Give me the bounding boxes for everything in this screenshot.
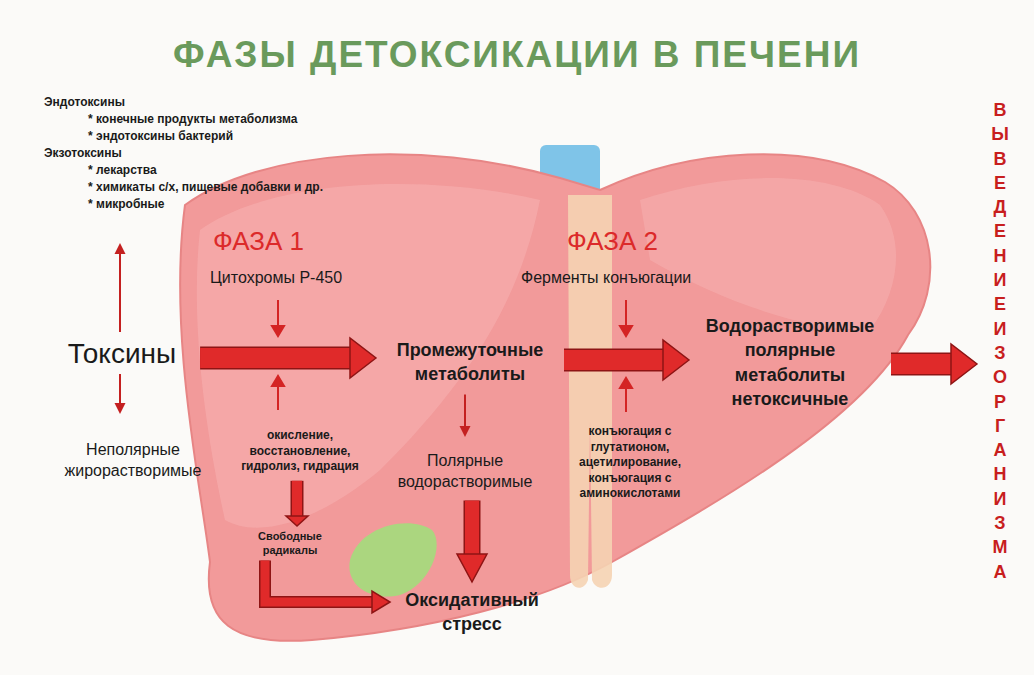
metabolite-text: Промежуточные метаболиты bbox=[384, 338, 556, 387]
toxin-label: Токсины bbox=[68, 338, 176, 370]
phase-heading: ФАЗА 1 bbox=[213, 226, 304, 257]
flow-arrow bbox=[891, 344, 977, 384]
node-text: Неполярные жирорастворимые bbox=[58, 440, 208, 482]
gallbladder bbox=[349, 523, 436, 596]
node-text: окисление, восстановление, гидролиз, гид… bbox=[235, 428, 365, 475]
node-text: Полярные водорастворимые bbox=[390, 451, 540, 493]
node-text: * химикаты с/х, пищевые добавки и др. bbox=[44, 179, 323, 196]
node-text: * эндотоксины бактерий bbox=[44, 128, 323, 145]
node-text: Промежуточные метаболиты bbox=[384, 338, 556, 387]
node-text: Оксидативный стресс bbox=[396, 588, 548, 637]
flow-arrow bbox=[200, 338, 376, 378]
node-text: * лекарства bbox=[44, 162, 323, 179]
metabolite-text: Водорастворимые полярные метаболиты нето… bbox=[697, 314, 883, 411]
flow-arrow bbox=[265, 561, 390, 613]
phase-heading: ФАЗА 2 bbox=[567, 226, 658, 257]
node-text: Эндотоксины bbox=[44, 94, 323, 111]
flow-arrow bbox=[286, 481, 308, 526]
node-text: конъюгация с глутатионом, ацетилирование… bbox=[570, 424, 690, 502]
flow-arrow bbox=[460, 395, 471, 437]
node-text: ВЫВЕДЕНИЕ ИЗ ОРГАНИЗМА bbox=[991, 98, 1009, 584]
toxin-list: Эндотоксины* конечные продукты метаболиз… bbox=[44, 94, 323, 213]
stress-text: Оксидативный стресс bbox=[396, 588, 548, 637]
liver-outline bbox=[180, 154, 930, 641]
excretion-text: ВЫВЕДЕНИЕ ИЗ ОРГАНИЗМА bbox=[991, 98, 1009, 584]
node-text: * микробные bbox=[44, 196, 323, 213]
property-text: Полярные водорастворимые bbox=[390, 451, 540, 493]
enzyme-label: Цитохромы Р-450 bbox=[210, 269, 342, 287]
radicals-text: Свободные радикалы bbox=[249, 529, 331, 558]
flow-arrow bbox=[457, 501, 487, 582]
enzyme-label: Ферменты конъюгации bbox=[521, 269, 691, 287]
node-text: * конечные продукты метаболизма bbox=[44, 111, 323, 128]
flow-arrow bbox=[564, 340, 689, 380]
flow-arrow bbox=[115, 374, 126, 414]
node-text: Свободные радикалы bbox=[249, 529, 331, 558]
reaction-list: окисление, восстановление, гидролиз, гид… bbox=[235, 428, 365, 475]
node-text: Токсины bbox=[68, 338, 176, 370]
liver-lobe-highlight bbox=[640, 178, 896, 330]
node-text: Водорастворимые полярные метаболиты нето… bbox=[697, 314, 883, 411]
property-text: Неполярные жирорастворимые bbox=[58, 440, 208, 482]
flow-arrow bbox=[115, 243, 126, 332]
reaction-list: конъюгация с глутатионом, ацетилирование… bbox=[570, 424, 690, 502]
diagram-title: ФАЗЫ ДЕТОКСИКАЦИИ В ПЕЧЕНИ bbox=[0, 34, 1034, 76]
node-text: Экзотоксины bbox=[44, 145, 323, 162]
